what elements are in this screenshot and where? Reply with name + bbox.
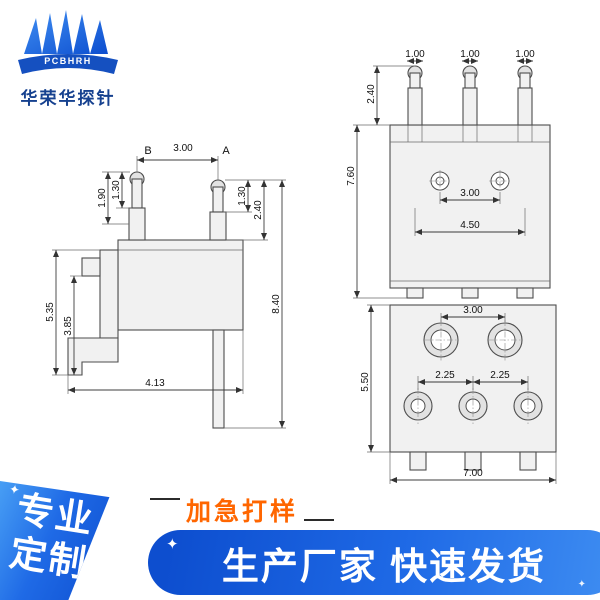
pin-a-label: A bbox=[222, 145, 230, 157]
dim-width: 4.13 bbox=[145, 378, 165, 389]
vertical-banner: ✦ 专业 定制 bbox=[0, 480, 110, 600]
dim-pin1-width: 1.00 bbox=[405, 49, 425, 60]
dim-pin-b-tip: 1.30 bbox=[111, 180, 122, 200]
front-pins bbox=[407, 65, 533, 126]
front-view-drawing: 1.00 1.00 1.00 2.40 7.60 3.00 4.50 bbox=[346, 49, 551, 299]
connector-body-front bbox=[389, 124, 551, 299]
vertical-banner-text: 专业 定制 bbox=[7, 487, 98, 585]
ribbon-banner bbox=[18, 54, 118, 74]
star-icon: ✦ bbox=[577, 579, 586, 590]
dim-barrel-pitch: 3.00 bbox=[463, 305, 483, 316]
dim-pin-b-height: 1.90 bbox=[97, 188, 108, 208]
brand-logo: PCBHRH 华荣华探针 bbox=[12, 8, 124, 109]
pogo-pin-b bbox=[128, 171, 146, 241]
tail-3 bbox=[519, 451, 537, 471]
dim-pin-pitch-1: 2.25 bbox=[435, 370, 455, 381]
tag-decor-line-bottom bbox=[304, 519, 334, 521]
dim-body-height: 5.50 bbox=[360, 372, 371, 392]
crown-icon bbox=[24, 10, 108, 54]
dim-total-height: 8.40 bbox=[271, 294, 282, 314]
main-banner: ✦ 生产厂家 快速发货 ✦ bbox=[148, 530, 600, 595]
bottom-view-drawing: 3.00 2.25 2.25 5.50 7.00 bbox=[360, 304, 557, 484]
dim-pin-a-height: 2.40 bbox=[253, 200, 264, 220]
dim-bracket-height: 5.35 bbox=[45, 302, 56, 322]
rush-sample-tag: 加急打样 bbox=[186, 498, 299, 526]
pogo-pin-a bbox=[209, 179, 227, 241]
dim-pin-a-tip: 1.30 bbox=[237, 186, 248, 206]
foot-1 bbox=[406, 287, 424, 299]
dim-pin-pitch-2: 2.25 bbox=[490, 370, 510, 381]
pin-b-label: B bbox=[144, 145, 151, 157]
side-view-drawing: B 3.00 A 1.30 1.90 1.30 2.40 8.40 bbox=[45, 143, 286, 429]
dim-pin2-width: 1.00 bbox=[460, 49, 480, 60]
side-view-dimensions: B 3.00 A 1.30 1.90 1.30 2.40 8.40 bbox=[45, 143, 286, 429]
solder-tail bbox=[212, 329, 225, 429]
mounting-tab bbox=[81, 257, 101, 277]
dim-pin-height: 2.40 bbox=[366, 84, 377, 104]
main-banner-text: 生产厂家 快速发货 bbox=[221, 545, 547, 587]
dim-pin3-width: 1.00 bbox=[515, 49, 535, 60]
mounting-plate bbox=[99, 249, 119, 339]
front-view-dimensions: 1.00 1.00 1.00 2.40 7.60 3.00 4.50 bbox=[346, 49, 535, 299]
logo-graphic: PCBHRH bbox=[18, 10, 118, 74]
dim-bracket-inner: 3.85 bbox=[63, 316, 74, 336]
company-name: 华荣华探针 bbox=[20, 89, 116, 108]
foot-2 bbox=[461, 287, 479, 299]
dim-body-height: 7.60 bbox=[346, 166, 357, 186]
bottom-view-dimensions: 3.00 2.25 2.25 5.50 7.00 bbox=[360, 304, 557, 484]
dim-outer-pitch: 4.50 bbox=[460, 220, 480, 231]
dim-pin-pitch: 3.00 bbox=[173, 143, 193, 154]
foot-3 bbox=[516, 287, 534, 299]
connector-body-side bbox=[67, 239, 244, 429]
star-icon: ✦ bbox=[166, 536, 179, 553]
mounting-foot bbox=[67, 337, 119, 376]
tail-1 bbox=[409, 451, 427, 471]
tail-2 bbox=[464, 451, 482, 471]
brand-name-label: PCBHRH bbox=[44, 56, 92, 66]
dim-hole-pitch: 3.00 bbox=[460, 188, 480, 199]
dim-width: 7.00 bbox=[463, 468, 483, 479]
tag-decor-line-top bbox=[150, 498, 180, 500]
